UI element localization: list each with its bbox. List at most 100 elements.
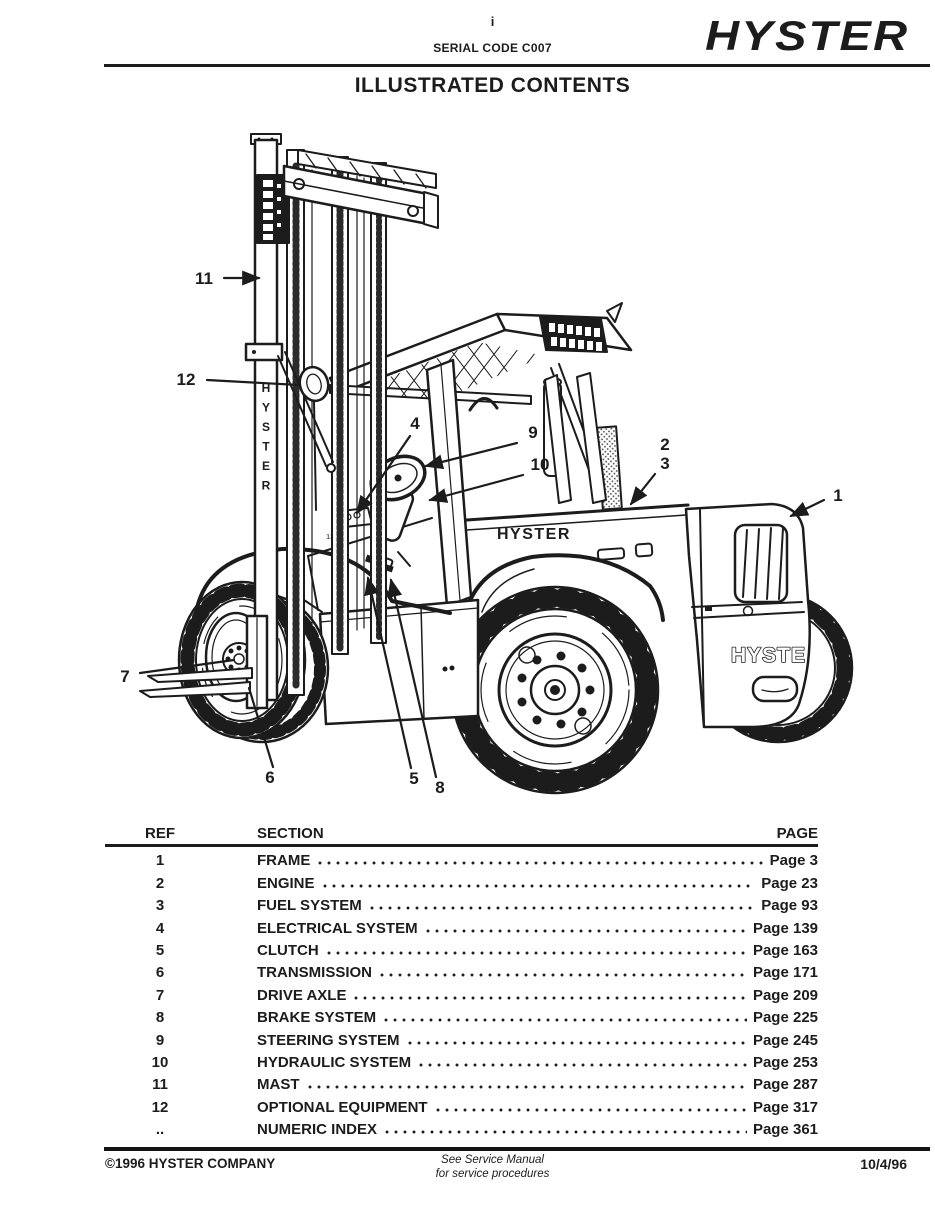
ref-cell: 3: [155, 897, 165, 915]
page-cell: Page 209: [752, 986, 818, 1004]
callout-line-6: [247, 686, 275, 769]
mast-letter-Y: Y: [262, 401, 270, 415]
section-cell: MAST: [257, 1076, 300, 1094]
callout-line-5: [364, 576, 413, 770]
footer-note-line2: for service procedures: [435, 1168, 550, 1180]
callout-label-4: 4: [410, 414, 420, 433]
callout-line-3: [629, 472, 657, 506]
dot-leader: [435, 1107, 747, 1112]
section-cell: CLUTCH: [257, 941, 319, 959]
dot-leader: [380, 973, 747, 978]
callout-line-12: [205, 378, 301, 387]
grab-handle: [468, 397, 499, 412]
header-rule: [104, 64, 930, 67]
table-header: REF SECTION PAGE: [105, 822, 818, 847]
callout-label-9: 9: [528, 423, 537, 442]
ref-cell: 2: [155, 874, 165, 892]
ref-cell: 1: [155, 852, 165, 870]
page-cell: Page 225: [752, 1009, 818, 1027]
section-cell: NUMERIC INDEX: [257, 1121, 378, 1139]
callout-line-1: [789, 498, 826, 518]
mast-letter-T: T: [262, 440, 270, 454]
ref-cell: 10: [151, 1053, 169, 1071]
rear-wheel: [450, 585, 660, 795]
front-pillar: [425, 358, 473, 608]
dot-leader: [354, 995, 747, 1000]
table-row: 2 ENGINE Page 23: [105, 869, 818, 892]
page-cell: Page 317: [752, 1098, 818, 1116]
page-cell: Page 3: [769, 852, 818, 870]
mast-letter-H: H: [262, 381, 271, 395]
callout-label-10: 10: [531, 455, 550, 474]
page-cell: Page 245: [752, 1031, 818, 1049]
dot-leader: [385, 1130, 747, 1135]
mast-vertical-brand-text: HYSTER: [262, 381, 271, 493]
engine-grille: [733, 523, 789, 604]
ref-cell: ..: [155, 1121, 165, 1139]
engine-hood: HYSTER: [445, 503, 690, 622]
callout-label-11: 11: [195, 269, 213, 288]
fork-tines: [139, 614, 269, 710]
dot-leader: [369, 906, 756, 911]
date-stamp: 10/4/96: [860, 1156, 907, 1172]
table-row: 1 FRAME Page 3: [105, 847, 818, 869]
copyright-text: ©1996 HYSTER COMPANY: [105, 1156, 276, 1171]
mast: HYSTER: [244, 133, 439, 702]
callout-label-3: 3: [660, 454, 669, 473]
dot-leader: [326, 950, 747, 955]
callout-label-12: 12: [177, 370, 196, 389]
forklift-illustration: HYSTE HYSTER: [120, 133, 854, 797]
tilt-bracket: [244, 342, 284, 362]
page-number: i: [490, 14, 495, 29]
page-cell: Page 171: [752, 964, 818, 982]
section-cell: ELECTRICAL SYSTEM: [257, 919, 418, 937]
serial-code: SERIAL CODE C007: [433, 41, 552, 55]
callout-line-7: [138, 658, 236, 675]
page-cell: Page 361: [752, 1121, 818, 1139]
lift-chains: [292, 162, 382, 692]
page-cell: Page 23: [761, 874, 818, 892]
callout-label-1: 1: [833, 486, 842, 505]
callout-label-7: 7: [120, 667, 129, 686]
ref-cell: 4: [155, 919, 165, 937]
ref-cell: 8: [155, 1009, 165, 1027]
page-cell: Page 253: [752, 1053, 818, 1071]
callout-line-9: [424, 441, 519, 470]
ref-header: REF: [145, 825, 175, 842]
mast-letter-S: S: [262, 420, 270, 434]
ref-cell: 7: [155, 986, 165, 1004]
dot-leader: [425, 928, 747, 933]
counterweight: HYSTE: [684, 502, 811, 729]
callout-line-8: [387, 578, 438, 779]
callout-label-5: 5: [409, 769, 418, 788]
counterweight-brand-text: HYSTE: [731, 644, 806, 667]
page-title: ILLUSTRATED CONTENTS: [354, 74, 631, 97]
horn-lamp: [298, 365, 330, 511]
section-cell: STEERING SYSTEM: [257, 1031, 400, 1049]
callout-label-2: 2: [660, 435, 669, 454]
callout-label-6: 6: [265, 768, 274, 787]
ref-cell: 12: [151, 1098, 169, 1116]
mast-letter-R: R: [262, 479, 271, 493]
section-cell: FRAME: [257, 852, 311, 870]
section-header: SECTION: [257, 825, 324, 842]
table-row: 12 OPTIONAL EQUIPMENT Page 317: [105, 1093, 818, 1116]
section-cell: ENGINE: [257, 874, 315, 892]
footer-rule: [104, 1147, 930, 1151]
ref-cell: 5: [155, 941, 165, 959]
tow-pin: [751, 675, 799, 703]
section-cell: OPTIONAL EQUIPMENT: [257, 1098, 428, 1116]
callout-label-8: 8: [435, 778, 444, 797]
lever: [397, 551, 411, 567]
callout-line-10: [428, 473, 525, 503]
